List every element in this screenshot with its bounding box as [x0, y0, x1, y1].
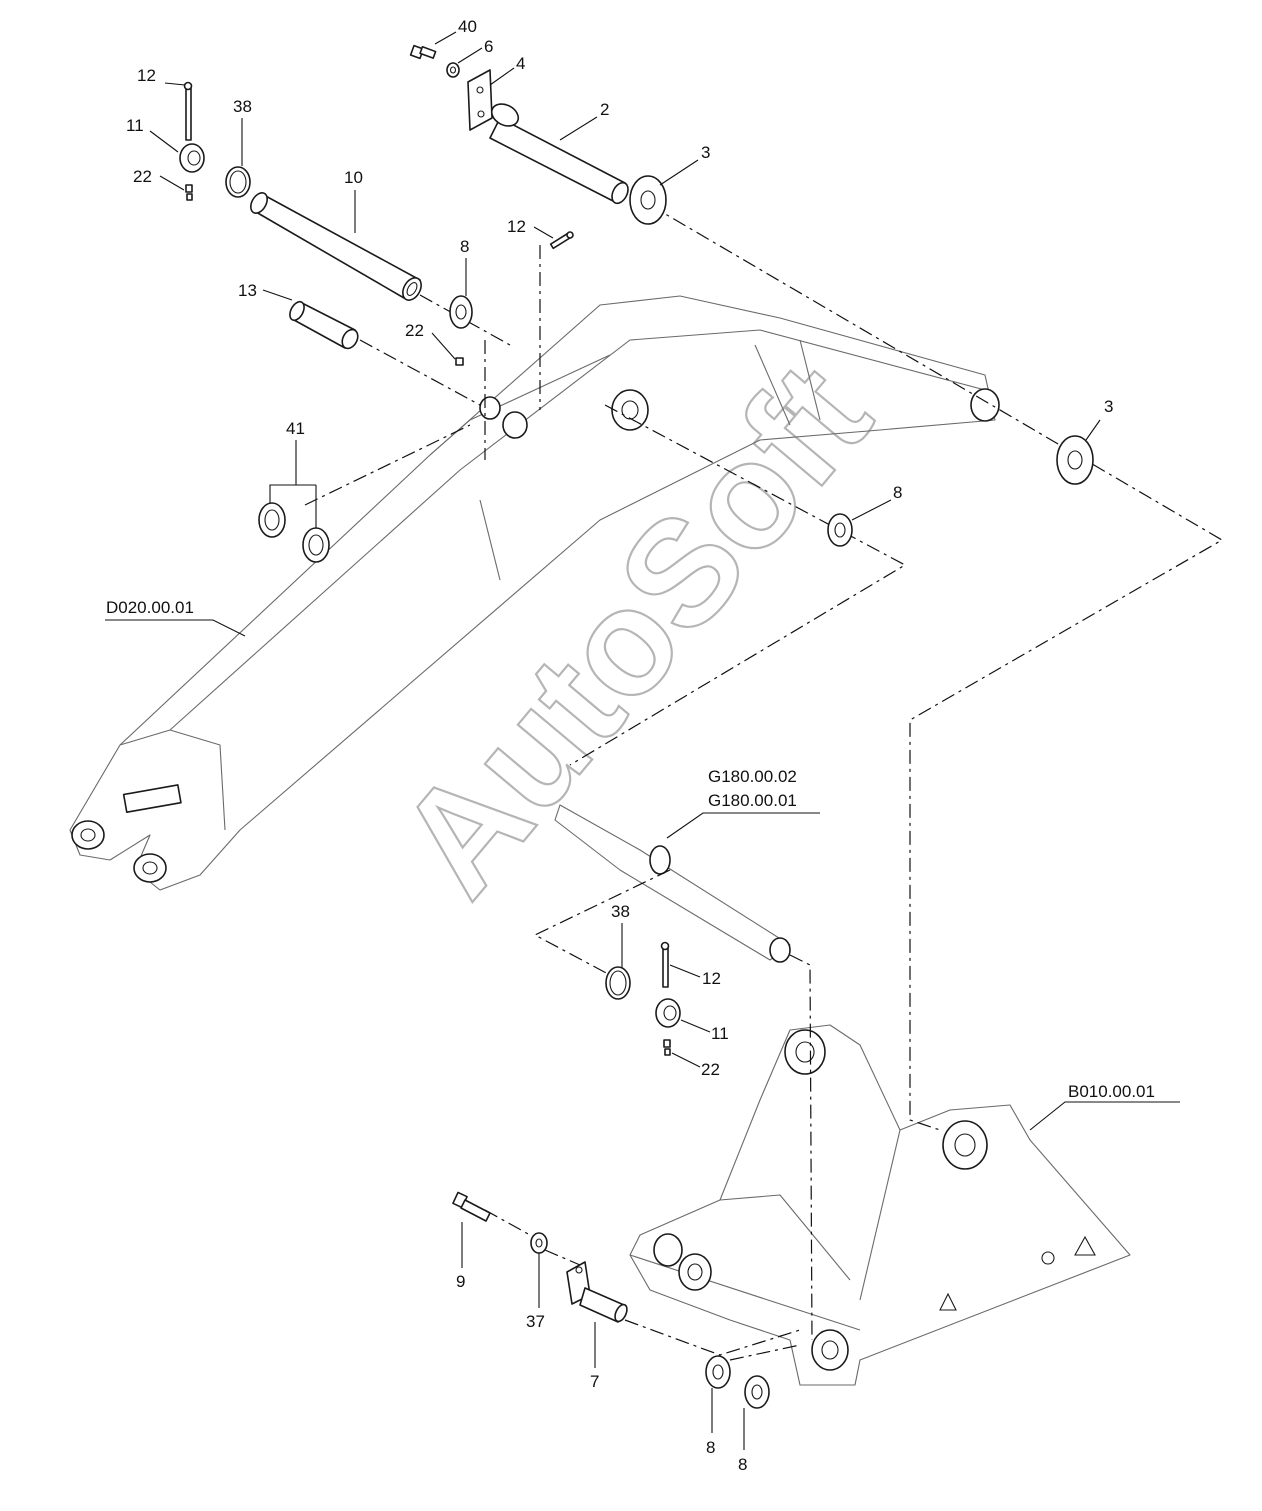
bolt-9[interactable] [452, 1191, 491, 1222]
shims-41[interactable] [258, 502, 330, 563]
callout-37: 37 [526, 1312, 545, 1331]
split-pin-12-middle[interactable] [549, 231, 574, 250]
callout-3-upper: 3 [701, 143, 710, 162]
leader-lines [105, 31, 1180, 1450]
nut-22-middle[interactable] [455, 357, 464, 366]
washer-37[interactable] [530, 1232, 548, 1254]
washer-3-right[interactable] [1056, 435, 1094, 485]
washer-8-lower-right[interactable] [744, 1375, 770, 1409]
callout-10: 10 [344, 168, 363, 187]
callout-6: 6 [484, 37, 493, 56]
ring-38-lower[interactable] [605, 966, 631, 1000]
nut-22-upper[interactable] [185, 184, 193, 201]
nut-22-lower[interactable] [663, 1039, 671, 1056]
callout-9: 9 [456, 1272, 465, 1291]
hydraulic-cylinder[interactable] [554, 804, 791, 963]
callout-41: 41 [286, 419, 305, 438]
ref-cylinder-b[interactable]: G180.00.01 [708, 791, 797, 810]
reference-labels: D020.00.01 G180.00.02 G180.00.01 B010.00… [106, 598, 1155, 1101]
ref-cylinder-a[interactable]: G180.00.02 [708, 767, 797, 786]
callout-11-lower: 11 [711, 1024, 729, 1043]
ref-boom[interactable]: D020.00.01 [106, 598, 194, 617]
ring-38-upper[interactable] [225, 166, 251, 198]
washer-8-middle[interactable] [827, 513, 853, 547]
callout-22-lower: 22 [701, 1060, 720, 1079]
callout-13: 13 [238, 281, 257, 300]
split-pin-12-upper[interactable] [183, 81, 193, 141]
bushing-13[interactable] [287, 299, 361, 351]
pin-2[interactable] [488, 100, 631, 206]
callout-38-upper: 38 [233, 97, 252, 116]
callout-3-right: 3 [1104, 397, 1113, 416]
callout-4: 4 [516, 54, 525, 73]
pin-7[interactable] [566, 1261, 629, 1323]
bucket[interactable] [629, 1024, 1131, 1386]
callout-8-lower-left: 8 [706, 1438, 715, 1457]
plate-4[interactable] [467, 69, 493, 131]
pin-10[interactable] [247, 190, 424, 303]
washer-6[interactable] [446, 62, 460, 78]
callout-8-middle: 8 [893, 483, 902, 502]
callout-12-upper: 12 [137, 66, 156, 85]
callout-8-upper: 8 [460, 237, 469, 256]
callout-12-lower: 12 [702, 969, 721, 988]
callout-7: 7 [590, 1372, 599, 1391]
callout-8-lower-right: 8 [738, 1455, 747, 1474]
callout-40: 40 [458, 17, 477, 36]
callout-labels: 40 6 4 2 3 12 38 11 22 10 12 8 13 22 3 4… [126, 17, 1113, 1474]
bolt-40[interactable] [409, 44, 437, 60]
collar-11-upper[interactable] [179, 143, 205, 173]
ref-bucket[interactable]: B010.00.01 [1068, 1082, 1155, 1101]
callout-2: 2 [600, 100, 609, 119]
washer-3-upper[interactable] [629, 175, 667, 225]
callout-22-middle: 22 [405, 321, 424, 340]
washer-8-lower-left[interactable] [705, 1355, 731, 1389]
boom[interactable] [69, 295, 1000, 891]
collar-11-lower[interactable] [655, 998, 681, 1028]
split-pin-12-lower[interactable] [660, 941, 670, 988]
assembly-lines [304, 204, 1224, 1361]
callout-38-lower: 38 [611, 902, 630, 921]
callout-22-upper: 22 [133, 167, 152, 186]
callout-12-middle: 12 [507, 217, 526, 236]
washer-8-upper[interactable] [449, 295, 473, 329]
callout-11-upper: 11 [126, 116, 144, 135]
